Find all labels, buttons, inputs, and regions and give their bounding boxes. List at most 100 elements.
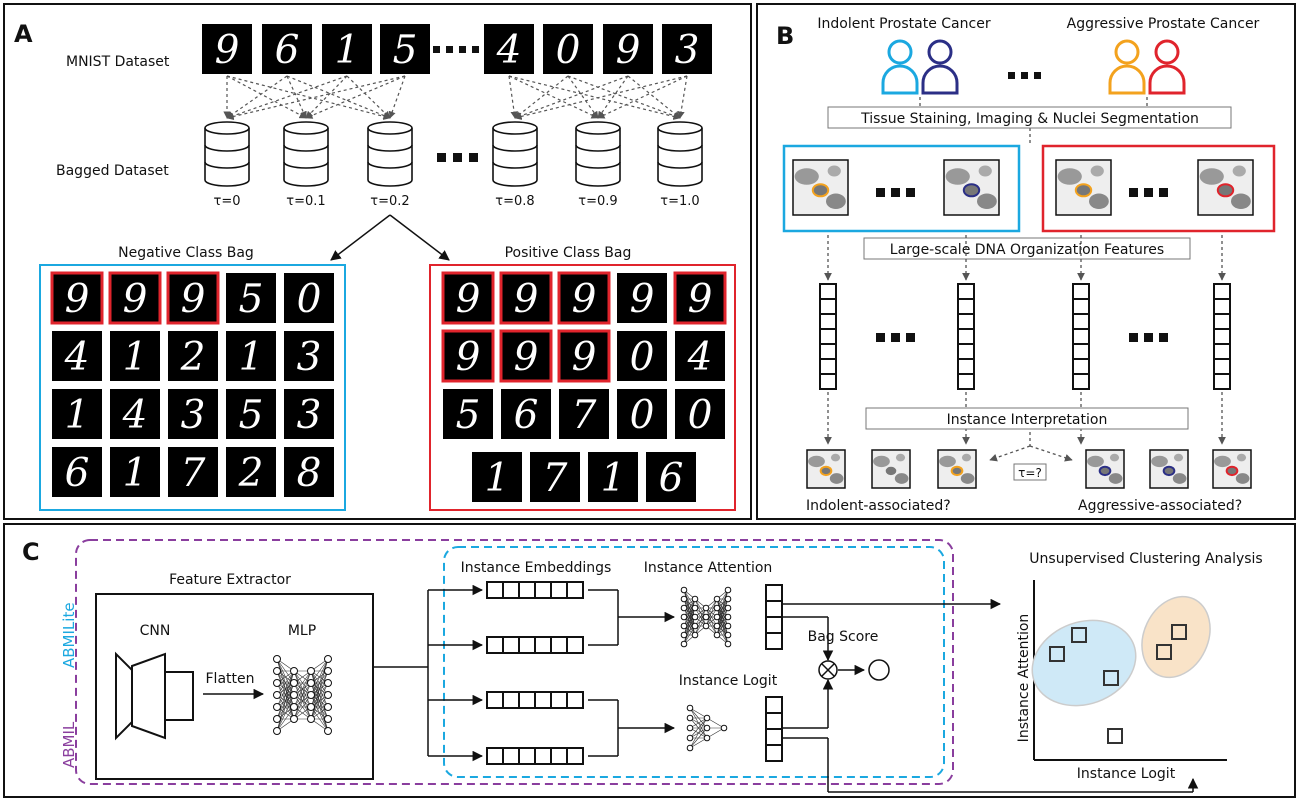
tau-label: τ=0.1 [286, 194, 325, 209]
ellipsis-dot [906, 333, 915, 342]
indolent-title: Indolent Prostate Cancer [817, 16, 990, 32]
digit-value: 1 [123, 451, 148, 496]
digit-value: 1 [65, 393, 90, 438]
digit-value: 3 [297, 393, 322, 438]
digit-value: 4 [496, 28, 522, 73]
logit-network-icon [687, 705, 727, 751]
digit-value: 7 [181, 451, 206, 496]
digit-tile: 9 [617, 273, 667, 323]
digit-value: 6 [275, 28, 300, 73]
bagged-label: Bagged Dataset [56, 163, 169, 179]
digit-tile: 4 [675, 331, 725, 381]
embedding-vector [487, 748, 583, 764]
digit-value: 9 [572, 277, 597, 322]
dna-label: Large-scale DNA Organization Features [890, 242, 1164, 258]
digit-value: 1 [335, 28, 360, 73]
panel-b-letter: B [776, 22, 794, 50]
patient-icon [883, 41, 917, 93]
digit-value: 0 [556, 28, 581, 73]
ellipsis-dot [1129, 333, 1138, 342]
digit-tile: 3 [284, 331, 334, 381]
tissue-image [944, 160, 999, 215]
digit-value: 6 [65, 451, 90, 496]
digit-value: 9 [456, 335, 481, 380]
ellipsis-dot [876, 333, 885, 342]
embedding-vector [487, 637, 583, 653]
cluster-blue [1020, 606, 1148, 719]
feature-vector [1214, 284, 1230, 389]
digit-value: 9 [181, 277, 206, 322]
feature-vector [958, 284, 974, 389]
digit-tile: 9 [443, 331, 493, 381]
digit-tile: 9 [501, 273, 551, 323]
digit-value: 7 [572, 393, 597, 438]
digit-value: 5 [393, 28, 418, 73]
tau-label: τ=0.2 [370, 194, 409, 209]
tau-label: τ=0.9 [578, 194, 617, 209]
digit-tile: 4 [52, 331, 102, 381]
digit-tile: 4 [484, 24, 534, 74]
digit-value: 3 [675, 28, 700, 73]
abmil-label: ABMIL [60, 721, 78, 768]
digit-tile: 0 [617, 331, 667, 381]
digit-tile: 9 [202, 24, 252, 74]
ellipsis-dot [1159, 188, 1168, 197]
digit-value: 9 [215, 28, 240, 73]
tissue-image [1198, 160, 1253, 215]
tau-labels: τ=0τ=0.1τ=0.2τ=0.8τ=0.9τ=1.0 [214, 194, 700, 209]
database-icon [368, 122, 412, 186]
digit-value: 4 [687, 335, 713, 380]
digit-tile: 9 [443, 273, 493, 323]
digit-tile: 1 [226, 331, 276, 381]
database-icon [284, 122, 328, 186]
digit-tile: 7 [559, 389, 609, 439]
digit-tile: 1 [588, 452, 638, 502]
digit-tile: 5 [226, 273, 276, 323]
digit-value: 4 [64, 335, 90, 380]
panel-b: B Indolent Prostate Cancer Aggressive Pr… [757, 4, 1295, 519]
digit-tile: 9 [110, 273, 160, 323]
tissue-image [807, 450, 845, 488]
ellipsis [437, 153, 478, 162]
digit-tile: 0 [675, 389, 725, 439]
tissue-image [1213, 450, 1251, 488]
ellipsis-dot [906, 188, 915, 197]
sampling-arrows [227, 76, 687, 118]
digit-tile: 1 [110, 447, 160, 497]
ellipsis-dot [1159, 333, 1168, 342]
logit-vector [766, 697, 782, 761]
ellipsis-dot [891, 188, 900, 197]
tissue-image [1056, 160, 1111, 215]
digit-tile: 7 [530, 452, 580, 502]
tau-unknown: τ=? [1018, 466, 1042, 480]
digit-tile: 7 [168, 447, 218, 497]
digit-tile: 9 [501, 331, 551, 381]
ellipsis-dot [1129, 188, 1138, 197]
database-icon [493, 122, 537, 186]
tissue-image [938, 450, 976, 488]
digit-value: 1 [601, 456, 626, 501]
digit-tile: 9 [52, 273, 102, 323]
tissue-image [793, 160, 848, 215]
digit-value: 8 [297, 451, 322, 496]
digit-value: 9 [630, 277, 655, 322]
mnist-label: MNIST Dataset [66, 54, 170, 70]
negative-bag-title: Negative Class Bag [118, 245, 254, 261]
digit-tile: 9 [603, 24, 653, 74]
ellipsis-dot [1144, 333, 1153, 342]
digit-value: 0 [630, 335, 655, 380]
digit-tile: 9 [559, 331, 609, 381]
database-icon [576, 122, 620, 186]
cnn-icon [116, 654, 193, 738]
digit-tile: 5 [380, 24, 430, 74]
aggressive-question: Aggressive-associated? [1078, 498, 1242, 514]
cluster-orange [1129, 585, 1223, 688]
digit-value: 9 [616, 28, 641, 73]
digit-value: 5 [239, 277, 264, 322]
digit-tile: 8 [284, 447, 334, 497]
digit-value: 7 [543, 456, 568, 501]
interp-label: Instance Interpretation [947, 412, 1108, 428]
digit-value: 2 [180, 335, 206, 380]
digit-tile: 3 [168, 389, 218, 439]
digit-value: 9 [456, 277, 481, 322]
